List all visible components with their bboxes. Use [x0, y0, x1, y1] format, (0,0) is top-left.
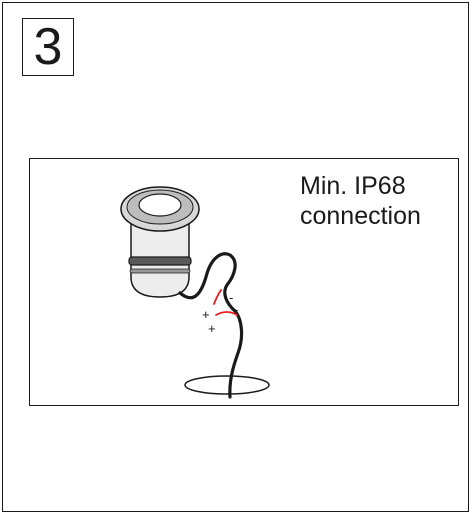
- step-number: 3: [22, 18, 74, 76]
- connection-marks: [213, 289, 238, 316]
- cable-icon: [178, 252, 244, 399]
- minus-label: -: [229, 290, 233, 305]
- recessed-ground-light-icon: [120, 186, 200, 298]
- illustration-panel: + + - - Min. IP68 connection: [29, 158, 459, 406]
- installation-illustration: + + - -: [120, 186, 270, 399]
- plus-label: +: [208, 321, 216, 336]
- plus-label: +: [202, 307, 210, 322]
- caption-line-2: connection: [300, 202, 421, 230]
- caption-line-1: Min. IP68: [300, 172, 406, 200]
- instruction-frame: [2, 2, 469, 512]
- minus-label: -: [234, 302, 238, 317]
- connection-requirement-caption: Min. IP68 connection: [300, 171, 460, 231]
- ground-hole-icon: [184, 375, 270, 395]
